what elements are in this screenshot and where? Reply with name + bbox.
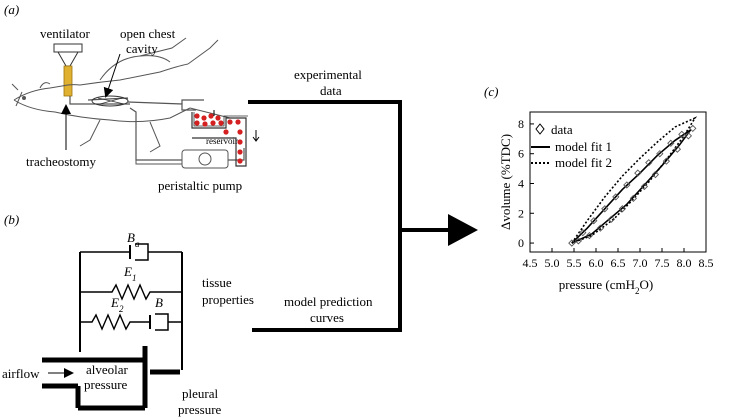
legend-entry-model-fit-2: model fit 2 xyxy=(555,155,612,170)
data-point xyxy=(634,169,642,177)
model-fit-1-loop xyxy=(571,129,692,244)
legend-entry-model-fit-1: model fit 1 xyxy=(555,139,612,154)
experimental-label-line2: data xyxy=(320,83,342,98)
open-chest-label-line1: open chest xyxy=(120,26,176,41)
data-point xyxy=(596,224,605,232)
reservoir xyxy=(191,110,260,167)
y-tick-label: 2 xyxy=(518,206,524,220)
data-point xyxy=(640,182,649,191)
data-point xyxy=(618,205,627,213)
data-point xyxy=(662,157,671,165)
y-axis-ticks: 0 2 4 6 8 xyxy=(518,117,534,250)
experimental-label-line1: experimental xyxy=(294,67,362,82)
open-chest-pointer xyxy=(103,53,121,98)
y-tick-label: 4 xyxy=(518,176,524,190)
x-tick-label: 7.5 xyxy=(655,256,670,270)
ventilator-label: ventilator xyxy=(40,26,90,41)
data-point xyxy=(590,217,598,225)
data-point xyxy=(612,193,620,201)
b-label: B xyxy=(155,295,163,310)
airflow-label: airflow xyxy=(2,366,40,381)
data-point xyxy=(601,205,609,213)
y-tick-label: 8 xyxy=(518,117,524,131)
experimental-data-connector xyxy=(248,100,402,230)
data-point xyxy=(656,150,664,158)
flow-connectors: experimental data model prediction curve… xyxy=(248,67,478,332)
data-point xyxy=(667,139,675,147)
panel-a-label: (a) xyxy=(4,2,19,17)
tracheostomy-label: tracheostomy xyxy=(26,154,97,169)
x-tick-label: 8.0 xyxy=(677,256,692,270)
alveolar-label-line2: pressure xyxy=(84,377,128,392)
y-tick-label: 6 xyxy=(518,147,524,161)
data-point xyxy=(568,239,576,247)
panel-c: (c) 4.5 5.0 5.5 6.0 6.5 7.0 7.5 8.0 8.5 0 2 4 6 8 pr… xyxy=(484,84,714,296)
x-tick-label: 6.0 xyxy=(589,256,604,270)
tissue-label-line1: tissue xyxy=(202,275,232,290)
peristaltic-pump-label: peristaltic pump xyxy=(158,178,242,193)
data-point xyxy=(678,130,686,138)
data-point xyxy=(623,181,631,189)
data-point xyxy=(629,194,638,203)
x-tick-label: 6.5 xyxy=(611,256,626,270)
reservoir-label: reservoir xyxy=(206,136,238,146)
pleural-label-line1: pleural xyxy=(182,386,218,401)
data-point xyxy=(585,231,594,240)
open-chest-label-line2: cavity xyxy=(126,41,158,56)
data-point xyxy=(607,215,616,223)
data-point xyxy=(689,124,697,133)
e2-label: E2 xyxy=(110,295,124,314)
data-points-layer xyxy=(568,124,697,247)
peristaltic-pump xyxy=(135,112,229,169)
legend-marker-data xyxy=(535,123,545,135)
data-point xyxy=(651,170,660,179)
rat-illustration xyxy=(11,37,231,153)
series-layer xyxy=(571,116,698,244)
airway-compartment xyxy=(42,346,148,411)
panel-c-label: (c) xyxy=(484,84,498,99)
merge-arrow-head xyxy=(448,214,478,246)
spring-e1 xyxy=(80,283,182,301)
model-prediction-label-line1: model prediction xyxy=(284,294,373,309)
panel-b: (b) Ba E1 E2 B tissue properties xyxy=(2,212,254,417)
pleural-label-line2: pressure xyxy=(178,402,222,417)
x-axis-label: pressure (cmH2O) xyxy=(559,277,653,296)
tissue-label-line2: properties xyxy=(202,292,254,307)
x-tick-label: 5.5 xyxy=(567,256,582,270)
model-prediction-connector xyxy=(252,230,402,332)
y-tick-label: 0 xyxy=(518,236,524,250)
model-prediction-label-line2: curves xyxy=(310,310,344,325)
chart-legend: data model fit 1 model fit 2 xyxy=(531,122,612,170)
dashpot-ba xyxy=(80,243,182,261)
ventilator-device xyxy=(53,43,83,97)
alveolar-label-line1: alveolar xyxy=(86,362,129,377)
model-fit-2-loop xyxy=(571,116,698,244)
spring-e2 xyxy=(80,313,150,331)
panel-b-label: (b) xyxy=(4,212,19,227)
data-point xyxy=(684,132,693,140)
dashpot-b xyxy=(149,313,182,331)
x-tick-label: 4.5 xyxy=(523,256,538,270)
panel-a: (a) ventilator xyxy=(4,2,260,193)
x-tick-label: 8.5 xyxy=(699,256,714,270)
legend-entry-data: data xyxy=(551,122,573,137)
y-axis-label: Δvolume (%TDC) xyxy=(498,134,513,230)
e1-label: E1 xyxy=(123,264,136,283)
ba-label: Ba xyxy=(127,230,140,249)
data-point xyxy=(673,145,682,153)
data-point xyxy=(574,237,583,245)
data-point xyxy=(645,159,653,167)
x-tick-label: 5.0 xyxy=(545,256,560,270)
x-tick-label: 7.0 xyxy=(633,256,648,270)
data-point xyxy=(579,229,587,237)
x-axis-ticks: 4.5 5.0 5.5 6.0 6.5 7.0 7.5 8.0 8.5 xyxy=(523,248,714,270)
